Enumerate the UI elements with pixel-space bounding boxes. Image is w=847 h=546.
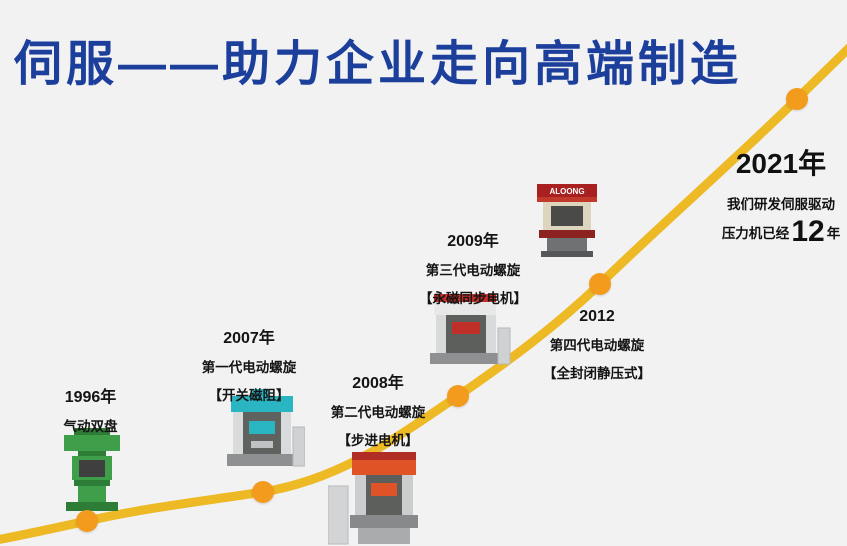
milestone-year: 2012 xyxy=(579,308,615,325)
page-title: 伺服——助力企业走向高端制造 xyxy=(14,38,743,91)
finale-line2: 压力机已经 12 年 xyxy=(697,217,847,247)
milestone-desc: 第四代电动螺旋 xyxy=(549,338,645,353)
milestone-subdesc: 【步进电机】 xyxy=(337,433,419,448)
timeline-dot-2007 xyxy=(252,481,274,503)
finale-year: 2021年 xyxy=(735,148,827,179)
timeline-dot-2021 xyxy=(786,88,808,110)
milestone-subdesc: 【开关磁阻】 xyxy=(208,388,290,403)
milestone-year: 2008年 xyxy=(352,375,404,392)
milestone-year: 2007年 xyxy=(223,330,275,347)
timeline-dot-1996 xyxy=(76,510,98,532)
milestone-year: 2009年 xyxy=(447,233,499,250)
press-machine-2008-image xyxy=(328,452,418,545)
milestone-2009: 2009年 第三代电动螺旋 【永磁同步电机】 xyxy=(408,227,538,307)
milestone-2012: 2012 第四代电动螺旋 【全封闭静压式】 xyxy=(532,308,662,382)
milestone-2021: 2021年 我们研发伺服驱动 压力机已经 12 年 xyxy=(697,142,847,247)
milestone-desc: 气动双盘 xyxy=(63,419,118,434)
milestone-subdesc: 【永磁同步电机】 xyxy=(419,291,527,306)
timeline-dot-2008 xyxy=(447,385,469,407)
press-machine-2009-image xyxy=(430,294,511,365)
press-machine-2012-image: ALOONG xyxy=(537,184,597,257)
timeline-dot-2012 xyxy=(589,273,611,295)
press-brand-label: ALOONG xyxy=(549,187,584,196)
finale-line2-prefix: 压力机已经 xyxy=(721,226,790,241)
milestone-2007: 2007年 第一代电动螺旋 【开关磁阻】 xyxy=(184,324,314,404)
milestone-1996: 1996年 气动双盘 xyxy=(28,383,153,435)
milestone-desc: 第二代电动螺旋 xyxy=(330,405,426,420)
finale-line2-suffix: 年 xyxy=(826,226,841,241)
press-machine-1996-image xyxy=(64,428,120,511)
milestone-2008: 2008年 第二代电动螺旋 【步进电机】 xyxy=(313,369,443,449)
milestone-year: 1996年 xyxy=(64,389,117,406)
press-machine-2007-image xyxy=(227,389,305,467)
milestone-desc: 第三代电动螺旋 xyxy=(425,263,521,278)
milestone-subdesc: 【全封闭静压式】 xyxy=(543,366,651,381)
finale-line1: 我们研发伺服驱动 xyxy=(727,197,835,212)
milestone-desc: 第一代电动螺旋 xyxy=(201,360,297,375)
finale-years-count: 12 xyxy=(791,215,825,248)
